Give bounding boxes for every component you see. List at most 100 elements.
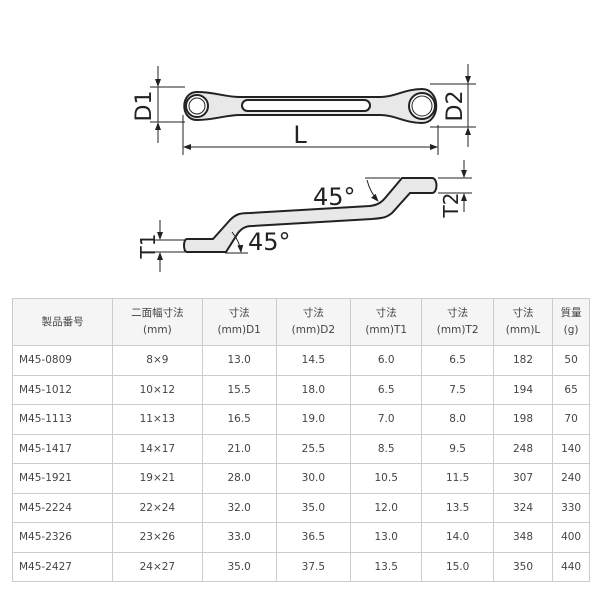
wrench-top-view [183,87,438,125]
table-cell: 14×17 [112,433,203,464]
table-cell: 6.0 [349,345,423,376]
table-cell: 19.0 [275,404,351,435]
table-cell: 348 [492,522,554,553]
wrench-side-view [183,177,438,253]
column-header: 寸法 (mm)D2 [275,298,351,346]
table-cell: 194 [492,374,554,405]
table-cell: 30.0 [275,463,351,494]
table-cell: M45-1921 [11,463,114,494]
column-header: 製品番号 [11,298,114,346]
table-cell: 350 [492,551,554,582]
table-cell: 25.5 [275,433,351,464]
table-cell: 21.0 [201,433,277,464]
table-cell: 13.0 [349,522,423,553]
table-cell: 50 [552,345,590,376]
table-cell: 8×9 [112,345,203,376]
table-cell: M45-2326 [11,522,114,553]
table-cell: 324 [492,492,554,523]
table-cell: 32.0 [201,492,277,523]
table-cell: 9.5 [421,433,494,464]
column-header-line: (g) [563,324,579,336]
label-angle-upper: 45° [313,183,356,211]
table-cell: M45-0809 [11,345,114,376]
table-cell: 13.5 [349,551,423,582]
table-cell: 35.0 [201,551,277,582]
table-cell: 248 [492,433,554,464]
table-cell: 7.0 [349,404,423,435]
label-t2: T2 [439,193,463,219]
column-header-line: (mm)L [505,324,541,336]
column-header-line: 寸法 [228,307,250,319]
table-cell: 13.5 [421,492,494,523]
table-cell: 330 [552,492,590,523]
table-cell: 8.5 [349,433,423,464]
label-d1: D1 [132,91,157,122]
table-cell: 10.5 [349,463,423,494]
wrench-diagram: D1 D2 L T1 T2 45° 45° [132,64,476,272]
column-header: 寸法 (mm)D1 [201,298,277,346]
table-cell: 15.0 [421,551,494,582]
table-cell: 24×27 [112,551,203,582]
label-t1: T1 [136,234,160,260]
column-header-line: 寸法 [447,307,469,319]
table-cell: M45-1113 [11,404,114,435]
table-cell: 400 [552,522,590,553]
table-cell: M45-1417 [11,433,114,464]
column-header: 寸法 (mm)T1 [349,298,423,346]
label-d2: D2 [443,91,468,122]
table-cell: 33.0 [201,522,277,553]
table-cell: 140 [552,433,590,464]
table-cell: M45-2224 [11,492,114,523]
table-cell: 240 [552,463,590,494]
column-header-line: (mm)D1 [217,324,261,336]
column-header-line: (mm)T1 [365,324,408,336]
column-header-line: 質量 [560,307,582,319]
table-cell: 35.0 [275,492,351,523]
table-cell: 36.5 [275,522,351,553]
table-cell: M45-1012 [11,374,114,405]
column-header: 質量 (g) [552,298,590,346]
column-header-line: (mm)D2 [291,324,336,336]
column-header-line: 寸法 [302,307,324,319]
spec-table: 製品番号 二面幅寸法 (mm) 寸法 (mm)D1 寸法 (mm)D2 寸法 (mm)T1 寸法 (… [11,298,590,582]
table-cell: M45-2427 [11,551,114,582]
table-cell: 198 [492,404,554,435]
table-cell: 28.0 [201,463,277,494]
table-cell: 307 [492,463,554,494]
column-header-line: 寸法 [512,307,534,319]
column-header-line: 二面幅寸法 [131,307,184,319]
column-header: 寸法 (mm)T2 [421,298,494,346]
table-cell: 14.5 [275,345,351,376]
label-l: L [293,121,307,149]
table-cell: 6.5 [421,345,494,376]
table-cell: 19×21 [112,463,203,494]
column-header: 二面幅寸法 (mm) [112,298,203,346]
table-cell: 18.0 [275,374,351,405]
table-cell: 65 [552,374,590,405]
table-cell: 7.5 [421,374,494,405]
table-cell: 182 [492,345,554,376]
table-cell: 12.0 [349,492,423,523]
label-angle-lower: 45° [248,228,291,256]
table-cell: 11×13 [112,404,203,435]
table-cell: 14.0 [421,522,494,553]
table-cell: 23×26 [112,522,203,553]
table-cell: 37.5 [275,551,351,582]
table-cell: 11.5 [421,463,494,494]
table-header-row: 製品番号 二面幅寸法 (mm) 寸法 (mm)D1 寸法 (mm)D2 寸法 (mm)T1 寸法 (… [11,298,590,346]
table-cell: 15.5 [201,374,277,405]
table-cell: 70 [552,404,590,435]
column-header-line: 製品番号 [41,315,84,328]
table-cell: 10×12 [112,374,203,405]
table-cell: 22×24 [112,492,203,523]
column-header-line: (mm)T2 [436,324,479,336]
column-header-line: (mm) [143,324,172,336]
column-header-line: 寸法 [375,307,397,319]
